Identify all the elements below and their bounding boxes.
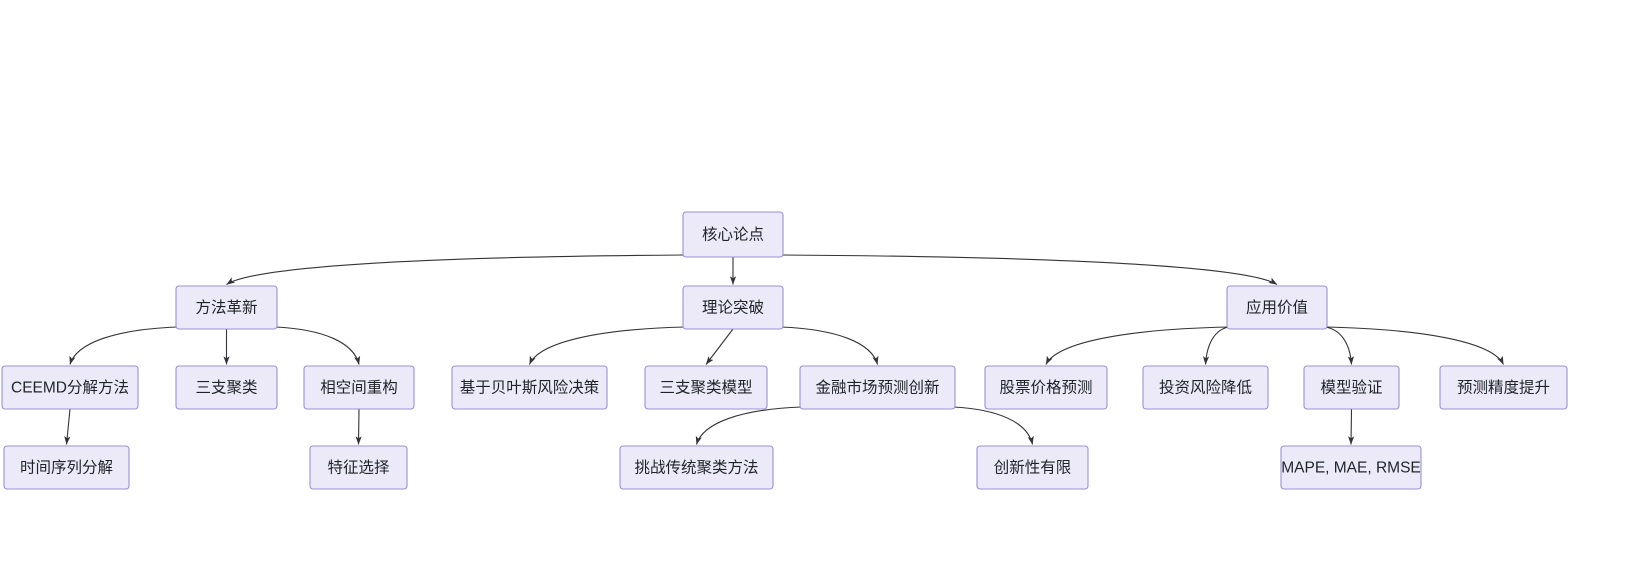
edge-n1-to-n4 bbox=[69, 326, 179, 365]
node-box-n4[interactable] bbox=[1, 365, 139, 410]
node-box-n18[interactable] bbox=[1280, 445, 1422, 490]
edge-n3-to-n12 bbox=[1324, 326, 1354, 365]
node-box-n0[interactable] bbox=[682, 211, 784, 258]
node-box-n1[interactable] bbox=[175, 285, 278, 330]
node-box-n11[interactable] bbox=[1142, 365, 1269, 410]
node-n6[interactable]: 相空间重构 bbox=[303, 365, 415, 410]
node-n11[interactable]: 投资风险降低 bbox=[1142, 365, 1269, 410]
edge-n0-to-n1 bbox=[226, 254, 686, 285]
node-n4[interactable]: CEEMD分解方法 bbox=[1, 365, 139, 410]
node-box-n6[interactable] bbox=[303, 365, 415, 410]
node-n10[interactable]: 股票价格预测 bbox=[984, 365, 1108, 410]
node-box-n7[interactable] bbox=[451, 365, 608, 410]
node-n15[interactable]: 特征选择 bbox=[309, 445, 408, 490]
node-n3[interactable]: 应用价值 bbox=[1226, 285, 1328, 330]
node-n13[interactable]: 预测精度提升 bbox=[1439, 365, 1568, 410]
edge-n1-to-n6 bbox=[274, 326, 361, 365]
node-box-n14[interactable] bbox=[3, 445, 130, 490]
node-n18[interactable]: MAPE, MAE, RMSE bbox=[1280, 445, 1422, 490]
node-box-n8[interactable] bbox=[644, 365, 768, 410]
edge-n3-to-n13 bbox=[1324, 326, 1504, 365]
node-box-n2[interactable] bbox=[682, 285, 784, 330]
node-n0[interactable]: 核心论点 bbox=[682, 211, 784, 258]
node-n7[interactable]: 基于贝叶斯风险决策 bbox=[451, 365, 608, 410]
edge-n2-to-n8 bbox=[705, 328, 734, 365]
node-n17[interactable]: 创新性有限 bbox=[976, 445, 1089, 490]
node-n1[interactable]: 方法革新 bbox=[175, 285, 278, 330]
node-n12[interactable]: 模型验证 bbox=[1303, 365, 1400, 410]
node-box-n12[interactable] bbox=[1303, 365, 1400, 410]
node-box-n15[interactable] bbox=[309, 445, 408, 490]
edge-n3-to-n10 bbox=[1045, 326, 1230, 365]
edge-n4-to-n14 bbox=[64, 408, 71, 445]
node-n9[interactable]: 金融市场预测创新 bbox=[799, 365, 956, 410]
edge-n9-to-n17 bbox=[952, 406, 1034, 445]
node-n2[interactable]: 理论突破 bbox=[682, 285, 784, 330]
edge-n0-to-n3 bbox=[780, 254, 1278, 285]
nodes-layer: 核心论点方法革新 理论突破 应用价值 CEEMD分解方法三支聚类相空间重构基于贝叶斯风… bbox=[1, 211, 1568, 490]
edge-n12-to-n18 bbox=[1348, 408, 1355, 445]
node-n14[interactable]: 时间序列分解 bbox=[3, 445, 130, 490]
node-box-n13[interactable] bbox=[1439, 365, 1568, 410]
node-box-n16[interactable] bbox=[619, 445, 774, 490]
node-box-n17[interactable] bbox=[976, 445, 1089, 490]
node-n5[interactable]: 三支聚类 bbox=[175, 365, 278, 410]
edge-n3-to-n11 bbox=[1202, 326, 1230, 365]
node-n8[interactable]: 三支聚类模型 bbox=[644, 365, 768, 410]
node-box-n5[interactable] bbox=[175, 365, 278, 410]
node-box-n3[interactable] bbox=[1226, 285, 1328, 330]
edges-layer bbox=[64, 254, 1504, 445]
node-n16[interactable]: 挑战传统聚类方法 bbox=[619, 445, 774, 490]
edge-n2-to-n9 bbox=[780, 326, 879, 365]
edge-n2-to-n7 bbox=[528, 326, 686, 365]
node-box-n10[interactable] bbox=[984, 365, 1108, 410]
edge-n9-to-n16 bbox=[695, 406, 803, 445]
edge-n6-to-n15 bbox=[355, 408, 362, 445]
node-box-n9[interactable] bbox=[799, 365, 956, 410]
